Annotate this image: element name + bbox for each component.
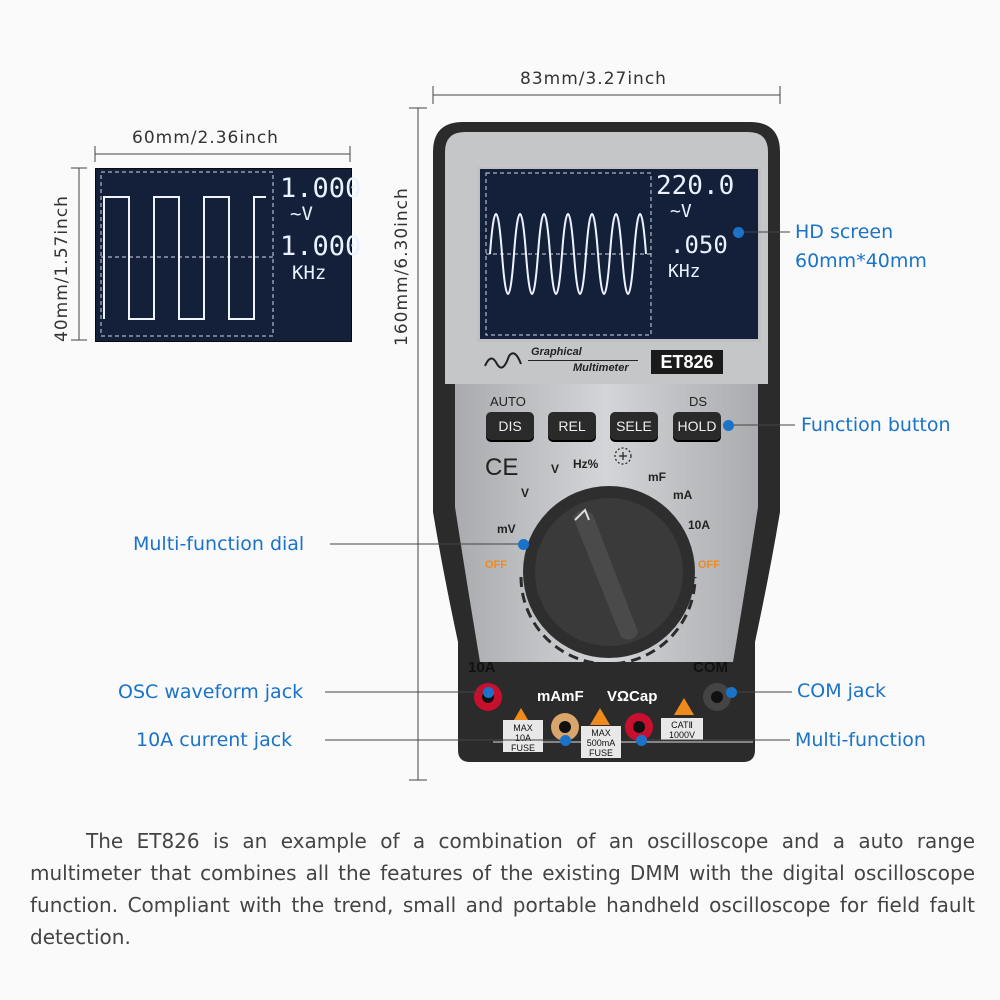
osc-jack-callout: OSC waveform jack: [118, 681, 304, 703]
jack-info-panel-mid: [581, 726, 621, 758]
device-value2: .050: [670, 231, 728, 259]
cat-l1: CATⅡ: [671, 720, 693, 730]
multi-function-callout: Multi-function: [795, 729, 926, 751]
hd-screen-dot: [733, 227, 744, 238]
dial-label-off-left: OFF: [485, 559, 507, 571]
max500-l2: 500mA: [586, 738, 616, 748]
screen-width-label: 60mm/2.36inch: [132, 128, 279, 148]
inset-unit1: ~V: [290, 203, 313, 225]
multimeter-device: 220.0 ~V .050 KHz Graphical Multimeter E…: [433, 122, 780, 762]
dis-button[interactable]: DIS: [486, 412, 534, 440]
auto-label: AUTO: [490, 394, 526, 409]
brand-underline: [528, 360, 638, 361]
hd-screen-label: HD screen: [795, 221, 894, 243]
max500-l1: MAX: [591, 728, 611, 738]
rel-button[interactable]: REL: [548, 412, 596, 440]
current-jack-callout: 10A current jack: [136, 729, 293, 751]
current-jack-dot: [560, 735, 571, 746]
ds-label: DS: [689, 394, 708, 409]
dial-label-v-dc: V: [521, 486, 530, 500]
function-button-callout: Function button: [801, 414, 951, 436]
multi-function-dot: [636, 735, 647, 746]
inset-value2: 1.000: [280, 231, 362, 262]
sele-button[interactable]: SELE: [610, 412, 658, 440]
dial-label-v-ac: V: [551, 462, 560, 476]
jack-info-panel-left: [503, 720, 543, 752]
dial-label-ma: mA: [673, 488, 693, 502]
inset-unit2: KHz: [292, 262, 327, 284]
max10a-l1: MAX: [513, 723, 533, 733]
dial-dot: [518, 539, 529, 550]
label-mamf: mAmF: [537, 688, 584, 705]
hd-screen-size-label: 60mm*40mm: [795, 250, 927, 272]
wave-logo-icon: [484, 352, 522, 369]
diode-continuity-icon: [614, 447, 632, 465]
dial-label-mv: mV: [497, 522, 516, 536]
hd-screen-callout: HD screen 60mm*40mm: [795, 218, 927, 276]
device-value1: 220.0: [656, 171, 735, 201]
fuse2-label: FUSE: [588, 748, 613, 758]
product-description: The ET826 is an example of a combination…: [30, 829, 975, 949]
brand-line2: Multimeter: [573, 362, 629, 374]
dial-label-hz: Hz%: [573, 457, 599, 471]
brand-line1: Graphical: [531, 346, 582, 358]
cat-l2: 1000V: [668, 730, 696, 740]
dial-label-10a: 10A: [688, 518, 711, 532]
device-width-label: 83mm/3.27inch: [520, 69, 667, 89]
ce-mark: CE: [485, 454, 519, 481]
dial-label-off-right: OFF: [698, 559, 720, 571]
multi-function-dial-callout: Multi-function dial: [133, 533, 305, 555]
sine-waveform: [485, 172, 652, 336]
label-vocap: VΩCap: [607, 688, 658, 705]
square-waveform: [100, 171, 274, 337]
com-jack-callout: COM jack: [797, 680, 887, 702]
label-10a: 10A: [468, 659, 496, 676]
model-badge: ET826: [651, 350, 723, 374]
function-button-dot: [723, 420, 734, 431]
device-lcd-screen: 220.0 ~V .050 KHz: [480, 169, 758, 339]
dial-label-mf: mF: [648, 470, 666, 484]
device-unit1: ~V: [670, 201, 692, 222]
com-jack-dot: [726, 687, 737, 698]
device-unit2: KHz: [668, 261, 701, 282]
inset-lcd-screen: 1.000 ~V 1.000 KHz: [95, 168, 361, 342]
fuse1-label: FUSE: [510, 743, 535, 753]
inset-value1: 1.000: [280, 173, 362, 204]
hold-button[interactable]: HOLD: [673, 412, 721, 440]
jack-info-panel-right: [661, 718, 703, 740]
osc-jack-dot: [483, 687, 494, 698]
label-com: COM: [693, 659, 728, 676]
max10a-l2: 10A: [514, 733, 531, 743]
